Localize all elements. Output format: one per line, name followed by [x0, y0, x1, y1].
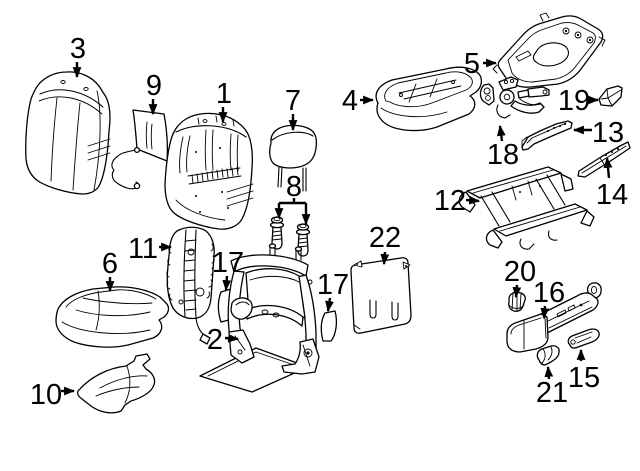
- part-headrest-guides: [269, 216, 311, 257]
- callout-arrow-18: [496, 124, 506, 142]
- part-mounting-bracket-inner: [521, 120, 573, 151]
- part-seat-back-frame: [199, 243, 320, 393]
- part-recliner-mechanism: [479, 76, 550, 119]
- callout-label-20: 20: [504, 256, 536, 288]
- callout-label-5: 5: [464, 48, 480, 80]
- callout-label-14: 14: [596, 179, 628, 211]
- callout-label-6: 6: [102, 248, 118, 280]
- part-headrest: [269, 124, 318, 192]
- part-seat-cushion-cover: [55, 286, 170, 348]
- callout-label-3: 3: [70, 33, 86, 65]
- callout-label-16: 16: [533, 277, 565, 309]
- part-carpet-retainer: [76, 353, 156, 414]
- part-bolster-pad-right: [320, 310, 338, 342]
- callout-label-2: 2: [207, 324, 223, 356]
- callout-arrow-20: [512, 284, 522, 299]
- callout-label-15: 15: [568, 362, 600, 394]
- callout-arrow-12: [465, 195, 481, 205]
- callout-arrow-17b: [325, 297, 334, 313]
- part-seat-back-pad: [164, 112, 254, 230]
- part-seat-back-heater-element: [111, 109, 169, 190]
- part-track-end-cover: [598, 85, 623, 107]
- callout-labels: 3 9 1 7 5 4 19 13 18 14 12 8 22 11 17 6 …: [30, 33, 628, 411]
- callout-label-1: 1: [216, 78, 232, 110]
- part-handle-bezel: [536, 345, 560, 366]
- callout-label-19: 19: [558, 85, 590, 117]
- callout-arrow-17a: [222, 275, 232, 292]
- part-seat-cushion-pan: [492, 12, 606, 88]
- part-seat-back-cover: [25, 71, 111, 195]
- callout-label-22: 22: [369, 222, 401, 254]
- part-seat-cushion-pad: [375, 66, 483, 132]
- part-lumbar-support: [166, 226, 215, 345]
- callout-label-8: 8: [286, 171, 302, 203]
- callout-label-12: 12: [434, 185, 466, 217]
- callout-label-9: 9: [146, 70, 162, 102]
- callout-arrow-16: [540, 305, 550, 320]
- callout-bracket-8: [279, 198, 306, 205]
- callout-arrow-22: [380, 251, 390, 266]
- callout-label-11: 11: [128, 233, 158, 265]
- callout-label-17b: 17: [317, 269, 349, 301]
- callout-label-21: 21: [536, 377, 568, 409]
- callout-label-18: 18: [487, 139, 519, 171]
- callout-label-7: 7: [285, 85, 301, 117]
- callout-label-4: 4: [342, 85, 358, 117]
- callout-label-13: 13: [592, 117, 624, 149]
- callout-label-17a: 17: [212, 247, 244, 279]
- part-seat-back-panel: [350, 257, 412, 334]
- part-recliner-handle: [567, 328, 600, 349]
- callout-arrow-2: [224, 333, 240, 343]
- callout-arrow-14: [603, 156, 613, 179]
- callout-arrow-21: [544, 365, 554, 380]
- part-seat-adjuster-track: [458, 166, 595, 250]
- callout-label-10: 10: [30, 379, 62, 411]
- part-side-shield: [506, 282, 602, 353]
- callout-arrows: [61, 58, 613, 396]
